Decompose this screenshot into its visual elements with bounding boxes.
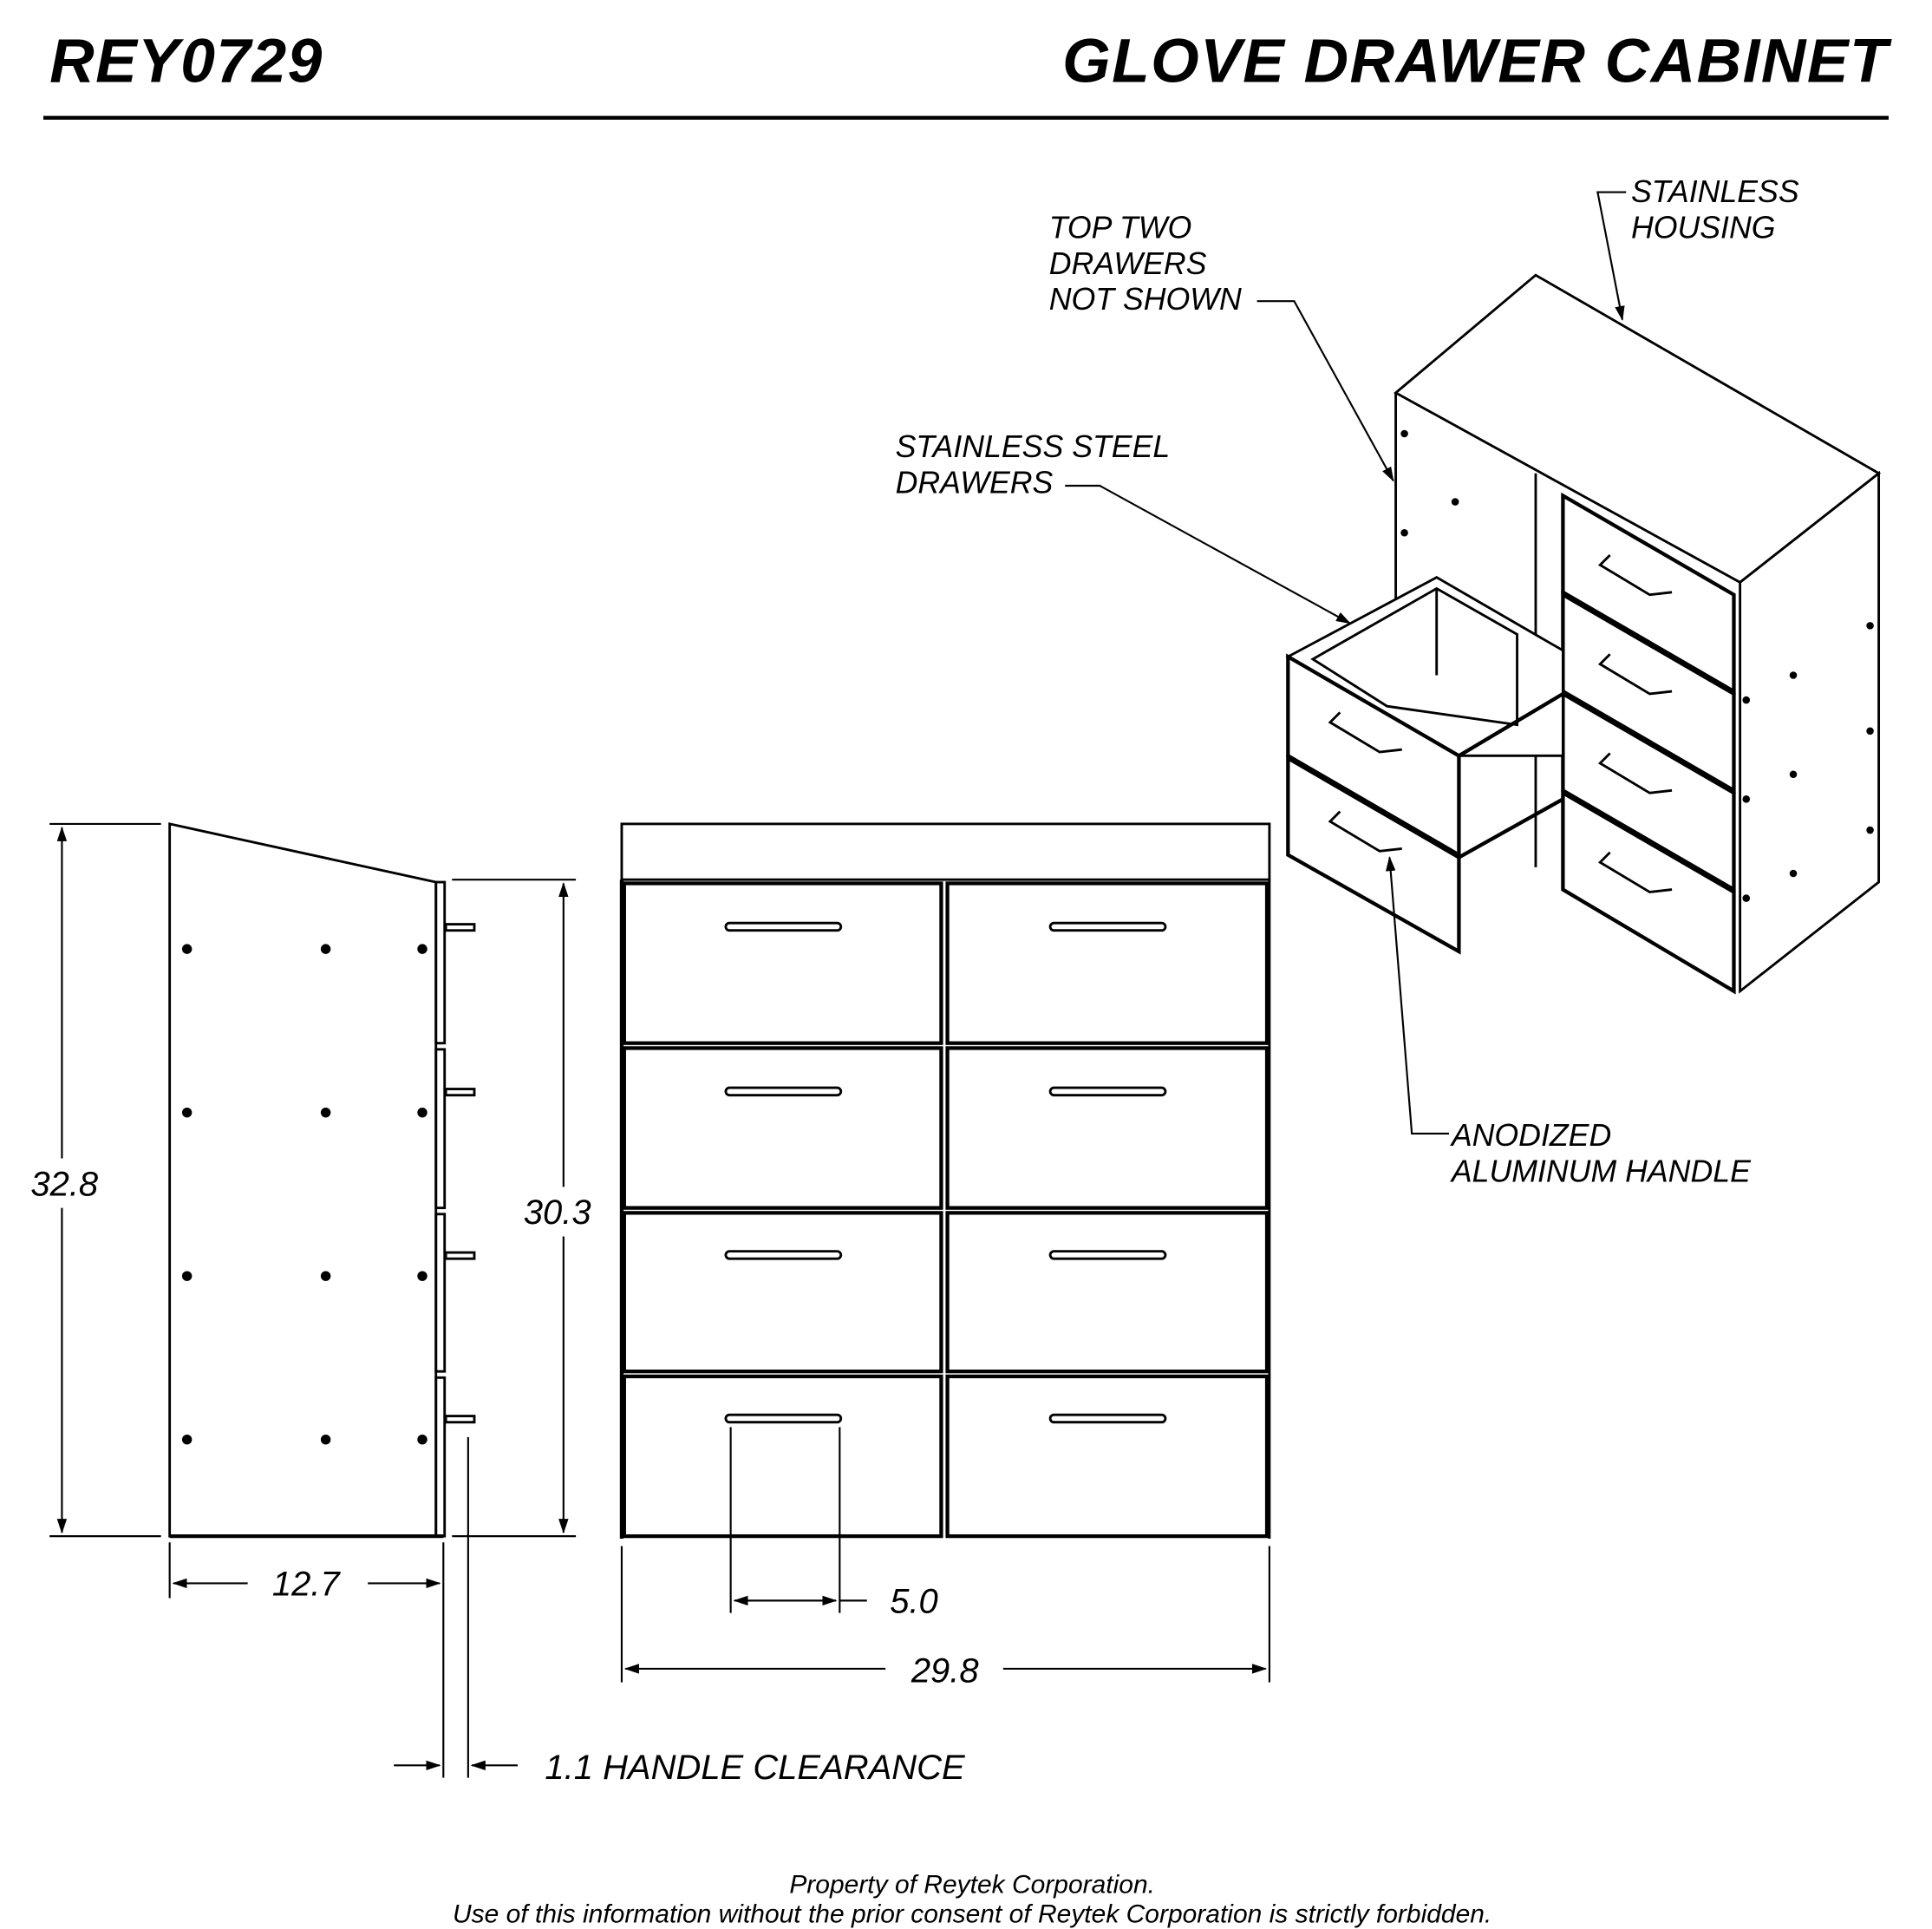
dim-handle-width: 5.0 (890, 1583, 938, 1621)
dim-handle-clearance: 1.1 HANDLE CLEARANCE (545, 1749, 966, 1787)
callout-text: TOP TWO (1049, 210, 1192, 245)
part-number: REY0729 (49, 26, 323, 95)
callout-text: DRAWERS (896, 466, 1054, 500)
callout-text: STAINLESS (1631, 174, 1799, 209)
callout-text: NOT SHOWN (1049, 282, 1242, 317)
dim-drawer-height: 30.3 (524, 1193, 591, 1232)
dim-width: 29.8 (911, 1652, 979, 1690)
isometric-view (1285, 273, 1882, 995)
footer-property: Property of Reytek Corporation. (789, 1870, 1155, 1899)
callout-text: DRAWERS (1049, 246, 1207, 281)
callout-text: ANODIZED (1450, 1118, 1611, 1153)
dim-depth: 12.7 (272, 1566, 342, 1604)
dim-overall-height: 32.8 (30, 1165, 98, 1203)
callout-drawers-not-shown: TOP TWO DRAWERS NOT SHOWN (1049, 210, 1242, 317)
dimension-lines-front (620, 1427, 1270, 1683)
footer-disclaimer: Use of this information without the prio… (453, 1900, 1491, 1929)
callout-text: ALUMINUM HANDLE (1450, 1154, 1752, 1189)
dimension-lines-side (49, 822, 577, 1778)
callout-stainless-drawers: STAINLESS STEEL DRAWERS (896, 429, 1171, 500)
callout-stainless-housing: STAINLESS HOUSING (1631, 174, 1799, 245)
drawing-title: GLOVE DRAWER CABINET (1062, 26, 1892, 95)
leader-lines (1065, 191, 1627, 1135)
callout-text: HOUSING (1631, 210, 1776, 245)
callout-text: STAINLESS STEEL (896, 429, 1171, 464)
side-view (168, 822, 476, 1539)
callout-handle: ANODIZED ALUMINUM HANDLE (1450, 1118, 1752, 1188)
front-view (619, 822, 1271, 1539)
